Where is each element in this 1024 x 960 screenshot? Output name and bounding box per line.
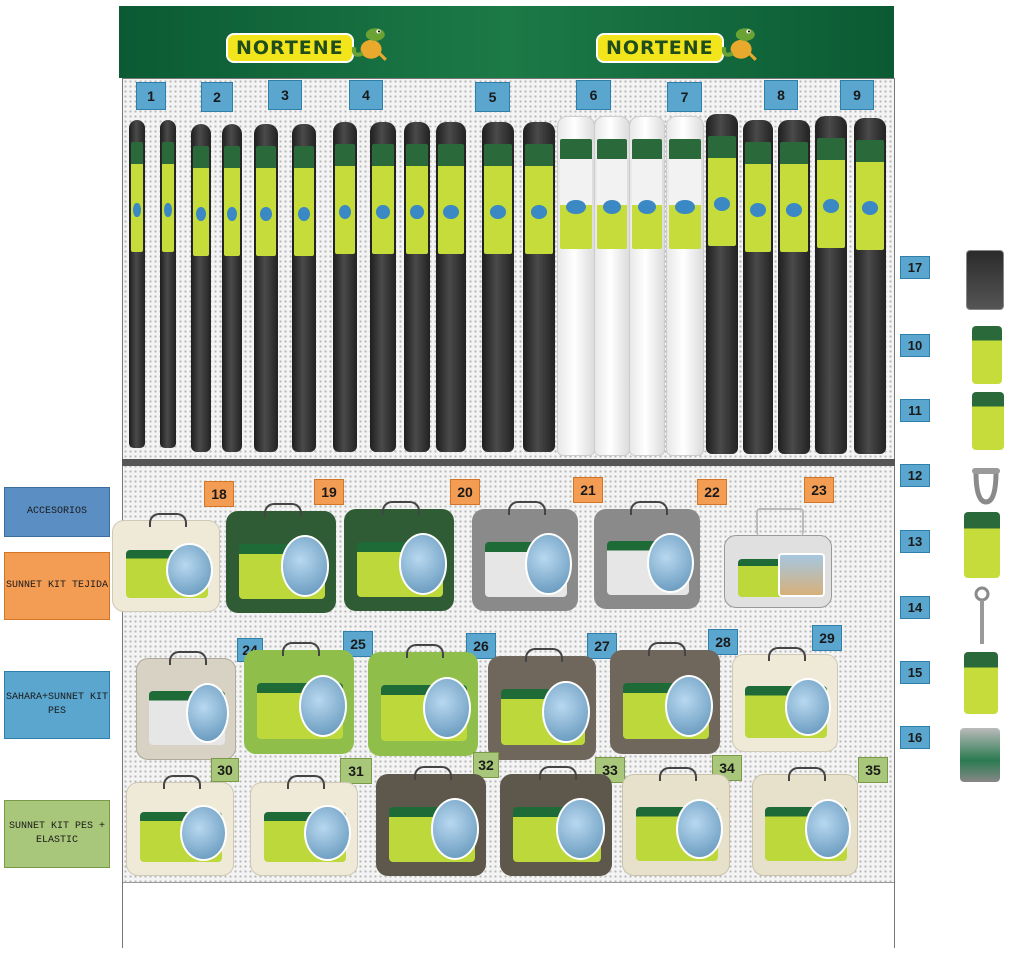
accessory-turnbuckle-pack bbox=[964, 512, 1000, 578]
position-tag-19: 19 bbox=[314, 479, 344, 505]
position-tag-28: 28 bbox=[708, 629, 738, 655]
sahara-kit-bag bbox=[136, 651, 236, 760]
sunnet-kit-bag bbox=[250, 775, 358, 876]
position-tag-7: 7 bbox=[667, 82, 702, 112]
legend-sunnet-kit-tejida: SUNNET KIT TEJIDA bbox=[4, 552, 110, 620]
position-tag-22: 22 bbox=[697, 479, 727, 505]
shade-roll bbox=[743, 120, 773, 454]
sunnet-kit-bag bbox=[610, 642, 720, 754]
position-tag-18: 18 bbox=[204, 481, 234, 507]
shade-roll-white bbox=[629, 116, 665, 456]
shade-roll bbox=[370, 122, 396, 452]
position-tag-17: 17 bbox=[900, 256, 930, 279]
shade-roll bbox=[482, 122, 514, 452]
position-tag-6: 6 bbox=[576, 80, 611, 110]
position-tag-32: 32 bbox=[473, 752, 499, 778]
sunnet-kit-bag bbox=[488, 648, 596, 760]
position-tag-21: 21 bbox=[573, 477, 603, 503]
position-tag-31: 31 bbox=[340, 758, 372, 784]
shackle-icon bbox=[972, 468, 1000, 505]
sunnet-kit-bag bbox=[622, 767, 730, 876]
sunnet-kit-bag bbox=[112, 513, 220, 612]
sunnet-kit-bag bbox=[472, 501, 578, 611]
sunnet-kit-bag bbox=[226, 503, 336, 613]
position-tag-2: 2 bbox=[201, 82, 233, 112]
position-tag-9: 9 bbox=[840, 80, 874, 110]
shade-roll bbox=[254, 124, 278, 452]
accessory-hooks-pack bbox=[964, 652, 998, 714]
accessory-plate-pack bbox=[972, 392, 1004, 450]
position-tag-8: 8 bbox=[764, 80, 798, 110]
sunnet-kit-bag bbox=[344, 501, 454, 611]
brand-name: NORTENE bbox=[596, 33, 724, 63]
position-tag-10: 10 bbox=[900, 334, 930, 357]
sunnet-kit-bag bbox=[126, 775, 234, 876]
brand-logo-left: NORTENE bbox=[226, 28, 390, 63]
sunnet-kit-bag bbox=[244, 642, 354, 754]
sunnet-kit-bag bbox=[376, 766, 486, 876]
legend-sahara-sunnet-kit-pes: SAHARA+SUNNET KIT PES bbox=[4, 671, 110, 739]
shelf-divider bbox=[122, 459, 895, 466]
shade-roll-white bbox=[594, 116, 630, 456]
shade-roll-white bbox=[666, 116, 704, 456]
shade-roll bbox=[191, 124, 211, 452]
shade-roll-white bbox=[557, 116, 595, 456]
eye-bolt-icon bbox=[974, 586, 990, 644]
brand-name: NORTENE bbox=[226, 33, 354, 63]
shade-roll bbox=[523, 122, 555, 452]
shade-roll bbox=[404, 122, 430, 452]
position-tag-16: 16 bbox=[900, 726, 930, 749]
accessory-clips-pack bbox=[966, 250, 1004, 310]
rack-base bbox=[123, 882, 894, 948]
legend-accesorios: ACCESORIOS bbox=[4, 487, 110, 537]
sunnet-kit-bag bbox=[500, 766, 612, 876]
position-tag-5: 5 bbox=[475, 82, 510, 112]
position-tag-23: 23 bbox=[804, 477, 834, 503]
position-tag-11: 11 bbox=[900, 399, 930, 422]
shade-roll bbox=[292, 124, 316, 452]
brand-header: NORTENE NORTENE bbox=[119, 6, 894, 78]
position-tag-20: 20 bbox=[450, 479, 480, 505]
shade-roll bbox=[854, 118, 886, 454]
shade-roll bbox=[706, 114, 738, 454]
shade-roll bbox=[436, 122, 466, 452]
position-tag-29: 29 bbox=[812, 625, 842, 651]
legend-sunnet-kit-pes-elastic: SUNNET KIT PES + ELASTIC bbox=[4, 800, 110, 868]
accessory-pulley-pack bbox=[960, 728, 1000, 782]
shade-roll bbox=[333, 122, 357, 452]
position-tag-30: 30 bbox=[211, 758, 239, 782]
crocodile-mascot-icon bbox=[351, 28, 387, 61]
position-tag-3: 3 bbox=[268, 80, 302, 110]
shade-roll bbox=[815, 116, 847, 454]
position-tag-1: 1 bbox=[136, 82, 166, 110]
position-tag-35: 35 bbox=[858, 757, 888, 783]
shade-roll bbox=[222, 124, 242, 452]
shade-roll bbox=[778, 120, 810, 454]
accessory-tensioner-pack bbox=[972, 326, 1002, 384]
sunnet-kit-bag bbox=[368, 644, 478, 756]
shade-roll bbox=[160, 120, 176, 448]
sunnet-kit-bag bbox=[752, 767, 858, 876]
position-tag-4: 4 bbox=[349, 80, 383, 110]
position-tag-13: 13 bbox=[900, 530, 930, 553]
sunnet-kit-bag bbox=[724, 508, 832, 608]
position-tag-12: 12 bbox=[900, 464, 930, 487]
sunnet-kit-bag bbox=[732, 647, 838, 752]
shade-roll bbox=[129, 120, 145, 448]
position-tag-14: 14 bbox=[900, 596, 930, 619]
brand-logo-right: NORTENE bbox=[596, 28, 760, 63]
position-tag-15: 15 bbox=[900, 661, 930, 684]
sunnet-kit-bag bbox=[594, 501, 700, 609]
crocodile-mascot-icon bbox=[721, 28, 757, 61]
